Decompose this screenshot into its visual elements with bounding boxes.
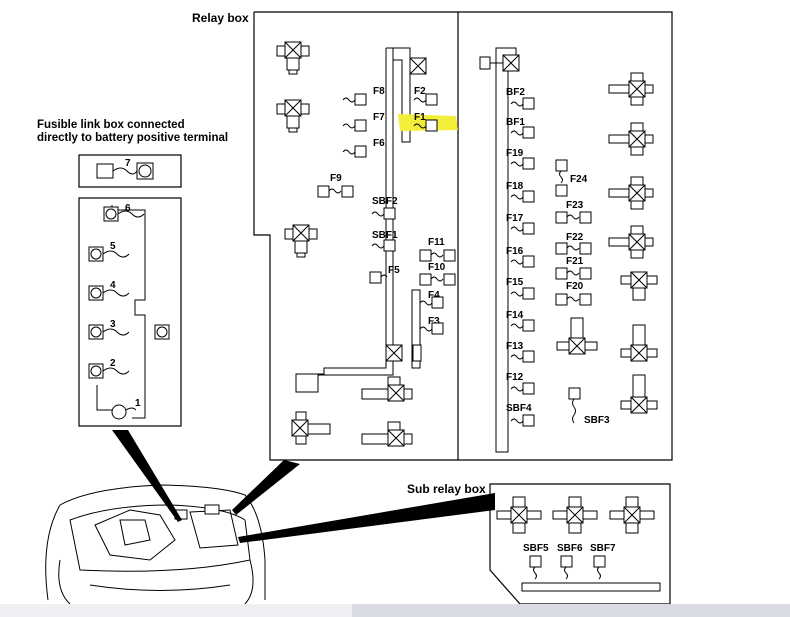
fuse-label-f24: F24 bbox=[570, 174, 588, 185]
bus-bar-left bbox=[385, 47, 411, 345]
fusible-link-3: 3 bbox=[110, 319, 116, 330]
fuse-label-sbf4: SBF4 bbox=[506, 403, 532, 414]
relay-box-left-fuses: F8 F7 F6 F2 F1 F9 SBF2 SBF1 F5 F11 bbox=[317, 86, 456, 335]
sub-relay-box-title: Sub relay box bbox=[407, 482, 486, 496]
fuse-label-bf1: BF1 bbox=[506, 117, 525, 128]
fusible-link-box: Fusible link box connected directly to b… bbox=[37, 119, 228, 427]
fuse-label-f20: F20 bbox=[566, 281, 584, 292]
relay-box-title: Relay box bbox=[192, 11, 249, 25]
bus-relay-right bbox=[502, 54, 520, 72]
sub-relay-box: Sub relay box SBF5 SBF6 SBF7 bbox=[407, 482, 671, 605]
fusible-link-4: 4 bbox=[110, 280, 116, 291]
fuse-label-f1: F1 bbox=[414, 112, 426, 123]
fuse-label-sbf7: SBF7 bbox=[590, 543, 616, 554]
fuse-label-f13: F13 bbox=[506, 341, 524, 352]
fuse-label-f5: F5 bbox=[388, 265, 400, 276]
fuse-label-f23: F23 bbox=[566, 200, 584, 211]
relay-group-right bbox=[556, 72, 658, 414]
fuse-label-f11: F11 bbox=[428, 237, 445, 248]
fuse-label-f16: F16 bbox=[506, 246, 524, 257]
fuse-label-f10: F10 bbox=[428, 262, 446, 273]
relay-box: Relay box bbox=[192, 11, 673, 461]
fuse-label-f8: F8 bbox=[373, 86, 385, 97]
fusible-link-5: 5 bbox=[110, 241, 116, 252]
relay-1 bbox=[276, 41, 310, 75]
fuse-label-f14: F14 bbox=[506, 310, 524, 321]
fusible-link-main-box bbox=[78, 197, 182, 427]
fusible-link-1: 1 bbox=[135, 398, 141, 409]
fusible-title-line2: directly to battery positive terminal bbox=[37, 132, 228, 144]
fuse-label-f19: F19 bbox=[506, 148, 524, 159]
fusible-title-line1: Fusible link box connected bbox=[37, 119, 185, 131]
fuse-label-sbf5: SBF5 bbox=[523, 543, 549, 554]
fuse-label-f17: F17 bbox=[506, 213, 524, 224]
fusible-link-7: 7 bbox=[125, 158, 131, 169]
fuse-label-sbf1: SBF1 bbox=[372, 230, 398, 241]
fuse-label-f6: F6 bbox=[373, 138, 385, 149]
fusible-link-6: 6 bbox=[125, 203, 131, 214]
relay-box-right-fuses: BF2 BF1 F19 F18 F17 F16 F15 F14 F13 F12 … bbox=[506, 87, 610, 427]
car-engine-bay-drawing bbox=[45, 430, 495, 605]
relay-2 bbox=[276, 99, 310, 133]
fuse-label-f3: F3 bbox=[428, 316, 440, 327]
fuse-label-f22: F22 bbox=[566, 232, 584, 243]
fuse-label-sbf2: SBF2 bbox=[372, 196, 398, 207]
bottom-strip-tab bbox=[352, 604, 790, 617]
bus-relay-left bbox=[385, 344, 403, 362]
fusible-link-2: 2 bbox=[110, 358, 116, 369]
fusible-link-top-box bbox=[78, 154, 182, 188]
relay-box-outline bbox=[253, 11, 673, 461]
fuse-label-sbf6: SBF6 bbox=[557, 543, 583, 554]
fuse-label-f21: F21 bbox=[566, 256, 584, 267]
fuse-label-f7: F7 bbox=[373, 112, 385, 123]
fuse-label-f2: F2 bbox=[414, 86, 426, 97]
fuse-label-f15: F15 bbox=[506, 277, 524, 288]
fuse-label-f12: F12 bbox=[506, 372, 524, 383]
relay-group-bottom-left bbox=[291, 376, 413, 447]
bus-relay-top bbox=[409, 57, 427, 75]
fuse-label-f9: F9 bbox=[330, 173, 342, 184]
fuse-label-sbf3: SBF3 bbox=[584, 415, 610, 426]
fuse-label-bf2: BF2 bbox=[506, 87, 525, 98]
fuse-label-f18: F18 bbox=[506, 181, 524, 192]
relay-3 bbox=[284, 224, 318, 258]
fuse-label-f4: F4 bbox=[428, 290, 440, 301]
